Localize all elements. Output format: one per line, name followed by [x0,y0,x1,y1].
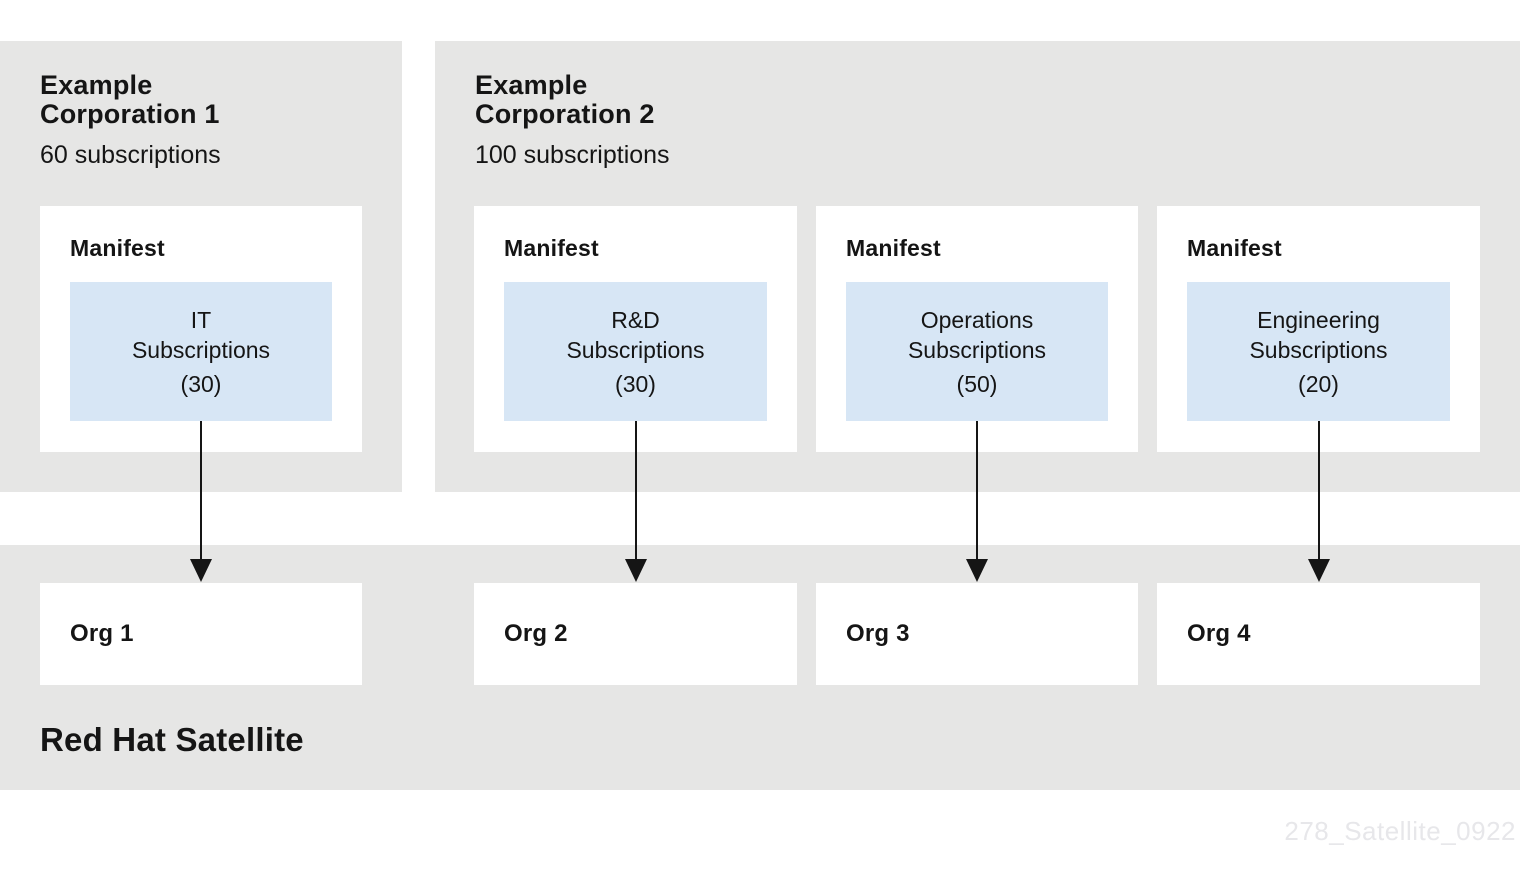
subscription-box-engineering: Engineering Subscriptions (20) [1187,282,1450,421]
org-box-2: Org 2 [474,583,797,685]
satellite-title: Red Hat Satellite [40,721,304,758]
subscription-type: Subscriptions [566,336,705,363]
arrow-rnd-to-org2 [625,421,647,582]
manifest-card-operations: Manifest Operations Subscriptions (50) [816,206,1138,452]
manifest-label: Manifest [846,235,941,261]
org-box-1: Org 1 [40,583,362,685]
subscription-type: Subscriptions [907,336,1047,363]
arrow-head-icon [190,559,212,582]
org-label: Org 4 [1187,620,1251,647]
subscription-department: Engineering [1257,306,1380,333]
corporation1-panel: Example Corporation 1 60 subscriptions M… [0,41,402,492]
subscription-count: (50) [956,370,998,397]
arrow-line [200,421,202,561]
manifest-card-corp1: Manifest IT Subscriptions (30) [40,206,362,452]
subscription-box-it: IT Subscriptions (30) [70,282,332,421]
watermark-text: 278_Satellite_0922 [1284,816,1516,846]
subscription-box-rnd: R&D Subscriptions (30) [504,282,767,421]
satellite-band: Org 1 Org 2 Org 3 Org 4 Red Hat Satellit… [0,545,1520,790]
manifest-label: Manifest [1187,235,1282,261]
corporation2-panel: Example Corporation 2 100 subscriptions … [435,41,1520,492]
subscription-count: (30) [615,370,656,397]
org-label: Org 2 [504,620,568,647]
corporation2-title: Example Corporation 2 [475,70,655,129]
subscription-count: (30) [180,370,222,397]
corporation1-title: Example Corporation 1 [40,70,220,129]
subscription-count: (20) [1298,370,1339,397]
subscription-type: Subscriptions [131,336,271,363]
subscription-type: Subscriptions [1249,336,1388,363]
org-box-4: Org 4 [1157,583,1480,685]
arrow-line [1318,421,1320,561]
subscription-department: Operations [920,306,1034,333]
manifest-card-rnd: Manifest R&D Subscriptions (30) [474,206,797,452]
arrow-engineering-to-org4 [1308,421,1330,582]
subscription-department: IT [190,306,212,333]
subscription-department: R&D [611,306,660,333]
manifest-label: Manifest [70,235,165,261]
arrow-line [976,421,978,561]
arrow-head-icon [625,559,647,582]
arrow-it-to-org1 [190,421,212,582]
corporation1-subscription-count: 60 subscriptions [40,141,221,169]
arrow-head-icon [966,559,988,582]
manifest-label: Manifest [504,235,599,261]
org-box-3: Org 3 [816,583,1138,685]
org-label: Org 1 [70,620,134,647]
manifest-card-engineering: Manifest Engineering Subscriptions (20) [1157,206,1480,452]
arrow-head-icon [1308,559,1330,582]
arrow-operations-to-org3 [966,421,988,582]
arrow-line [635,421,637,561]
org-label: Org 3 [846,620,910,647]
corporation2-subscription-count: 100 subscriptions [475,141,670,169]
subscription-box-operations: Operations Subscriptions (50) [846,282,1108,421]
